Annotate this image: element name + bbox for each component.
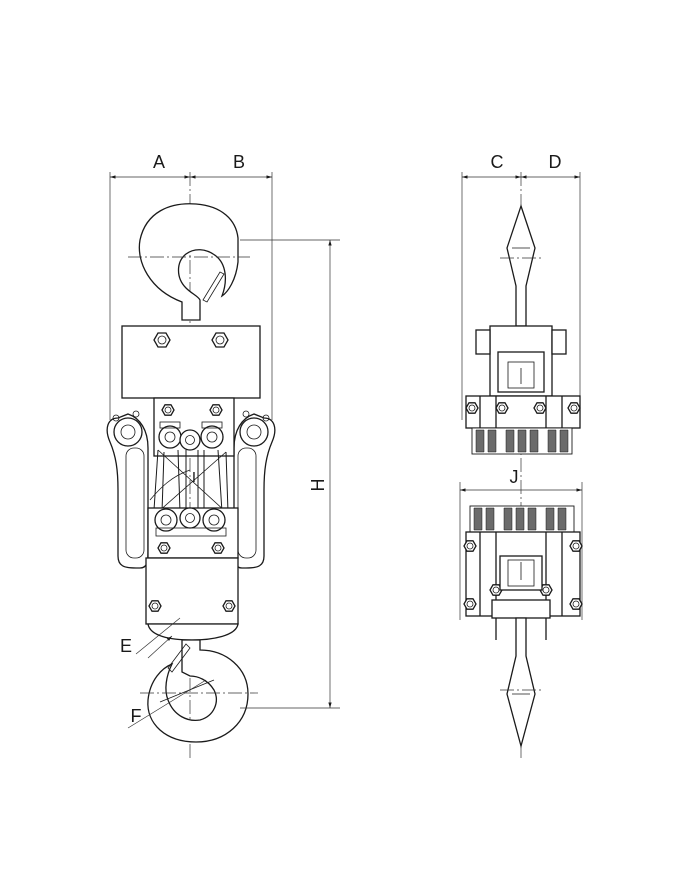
dim-label-h: H	[308, 479, 328, 492]
dim-label-d: D	[549, 152, 562, 172]
side-top-hook	[506, 203, 536, 327]
dim-line-e	[135, 617, 181, 655]
dim-label-b: B	[233, 152, 245, 172]
front-view: A B	[106, 152, 340, 760]
bolt-icon	[222, 600, 236, 612]
left-side-housing	[106, 410, 149, 569]
dim-label-a: A	[153, 152, 165, 172]
bolt-icon	[148, 600, 162, 612]
lower-body-plate	[145, 557, 239, 625]
dim-label-j: J	[510, 467, 519, 487]
dim-label-c: C	[491, 152, 504, 172]
side-view: C D J	[459, 152, 583, 760]
bottom-hook	[140, 639, 258, 743]
dim-label-i: I	[192, 469, 196, 486]
side-upper-frame	[465, 325, 581, 455]
dim-label-e: E	[120, 636, 132, 656]
side-lower-frame	[463, 505, 583, 640]
bolt-icon	[211, 332, 229, 348]
top-hook	[128, 203, 250, 321]
upper-sheave-block	[153, 397, 235, 457]
bolt-icon	[153, 332, 171, 348]
side-bottom-hook	[506, 617, 536, 749]
load-chains	[149, 449, 229, 513]
upper-body-plate	[121, 325, 261, 399]
dim-line-f	[127, 679, 207, 729]
dim-label-f: F	[131, 706, 142, 726]
right-side-housing	[233, 410, 276, 569]
lower-body-taper	[147, 623, 239, 641]
lower-sheave-block	[147, 507, 239, 559]
